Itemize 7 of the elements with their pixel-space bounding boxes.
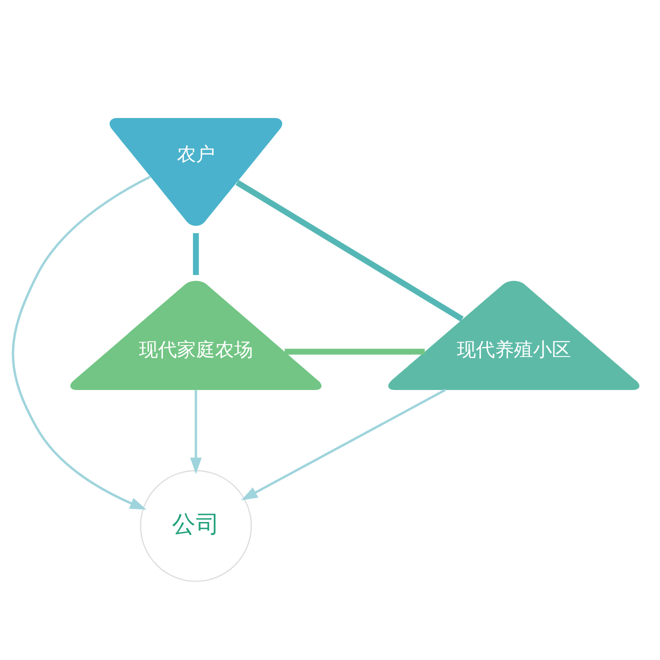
connector (192, 232, 199, 274)
connector (284, 348, 425, 354)
arrow (12, 175, 151, 510)
node-circle: 公司 (140, 470, 252, 582)
arrow (190, 390, 202, 474)
connector (236, 179, 464, 322)
arrow (241, 388, 446, 500)
